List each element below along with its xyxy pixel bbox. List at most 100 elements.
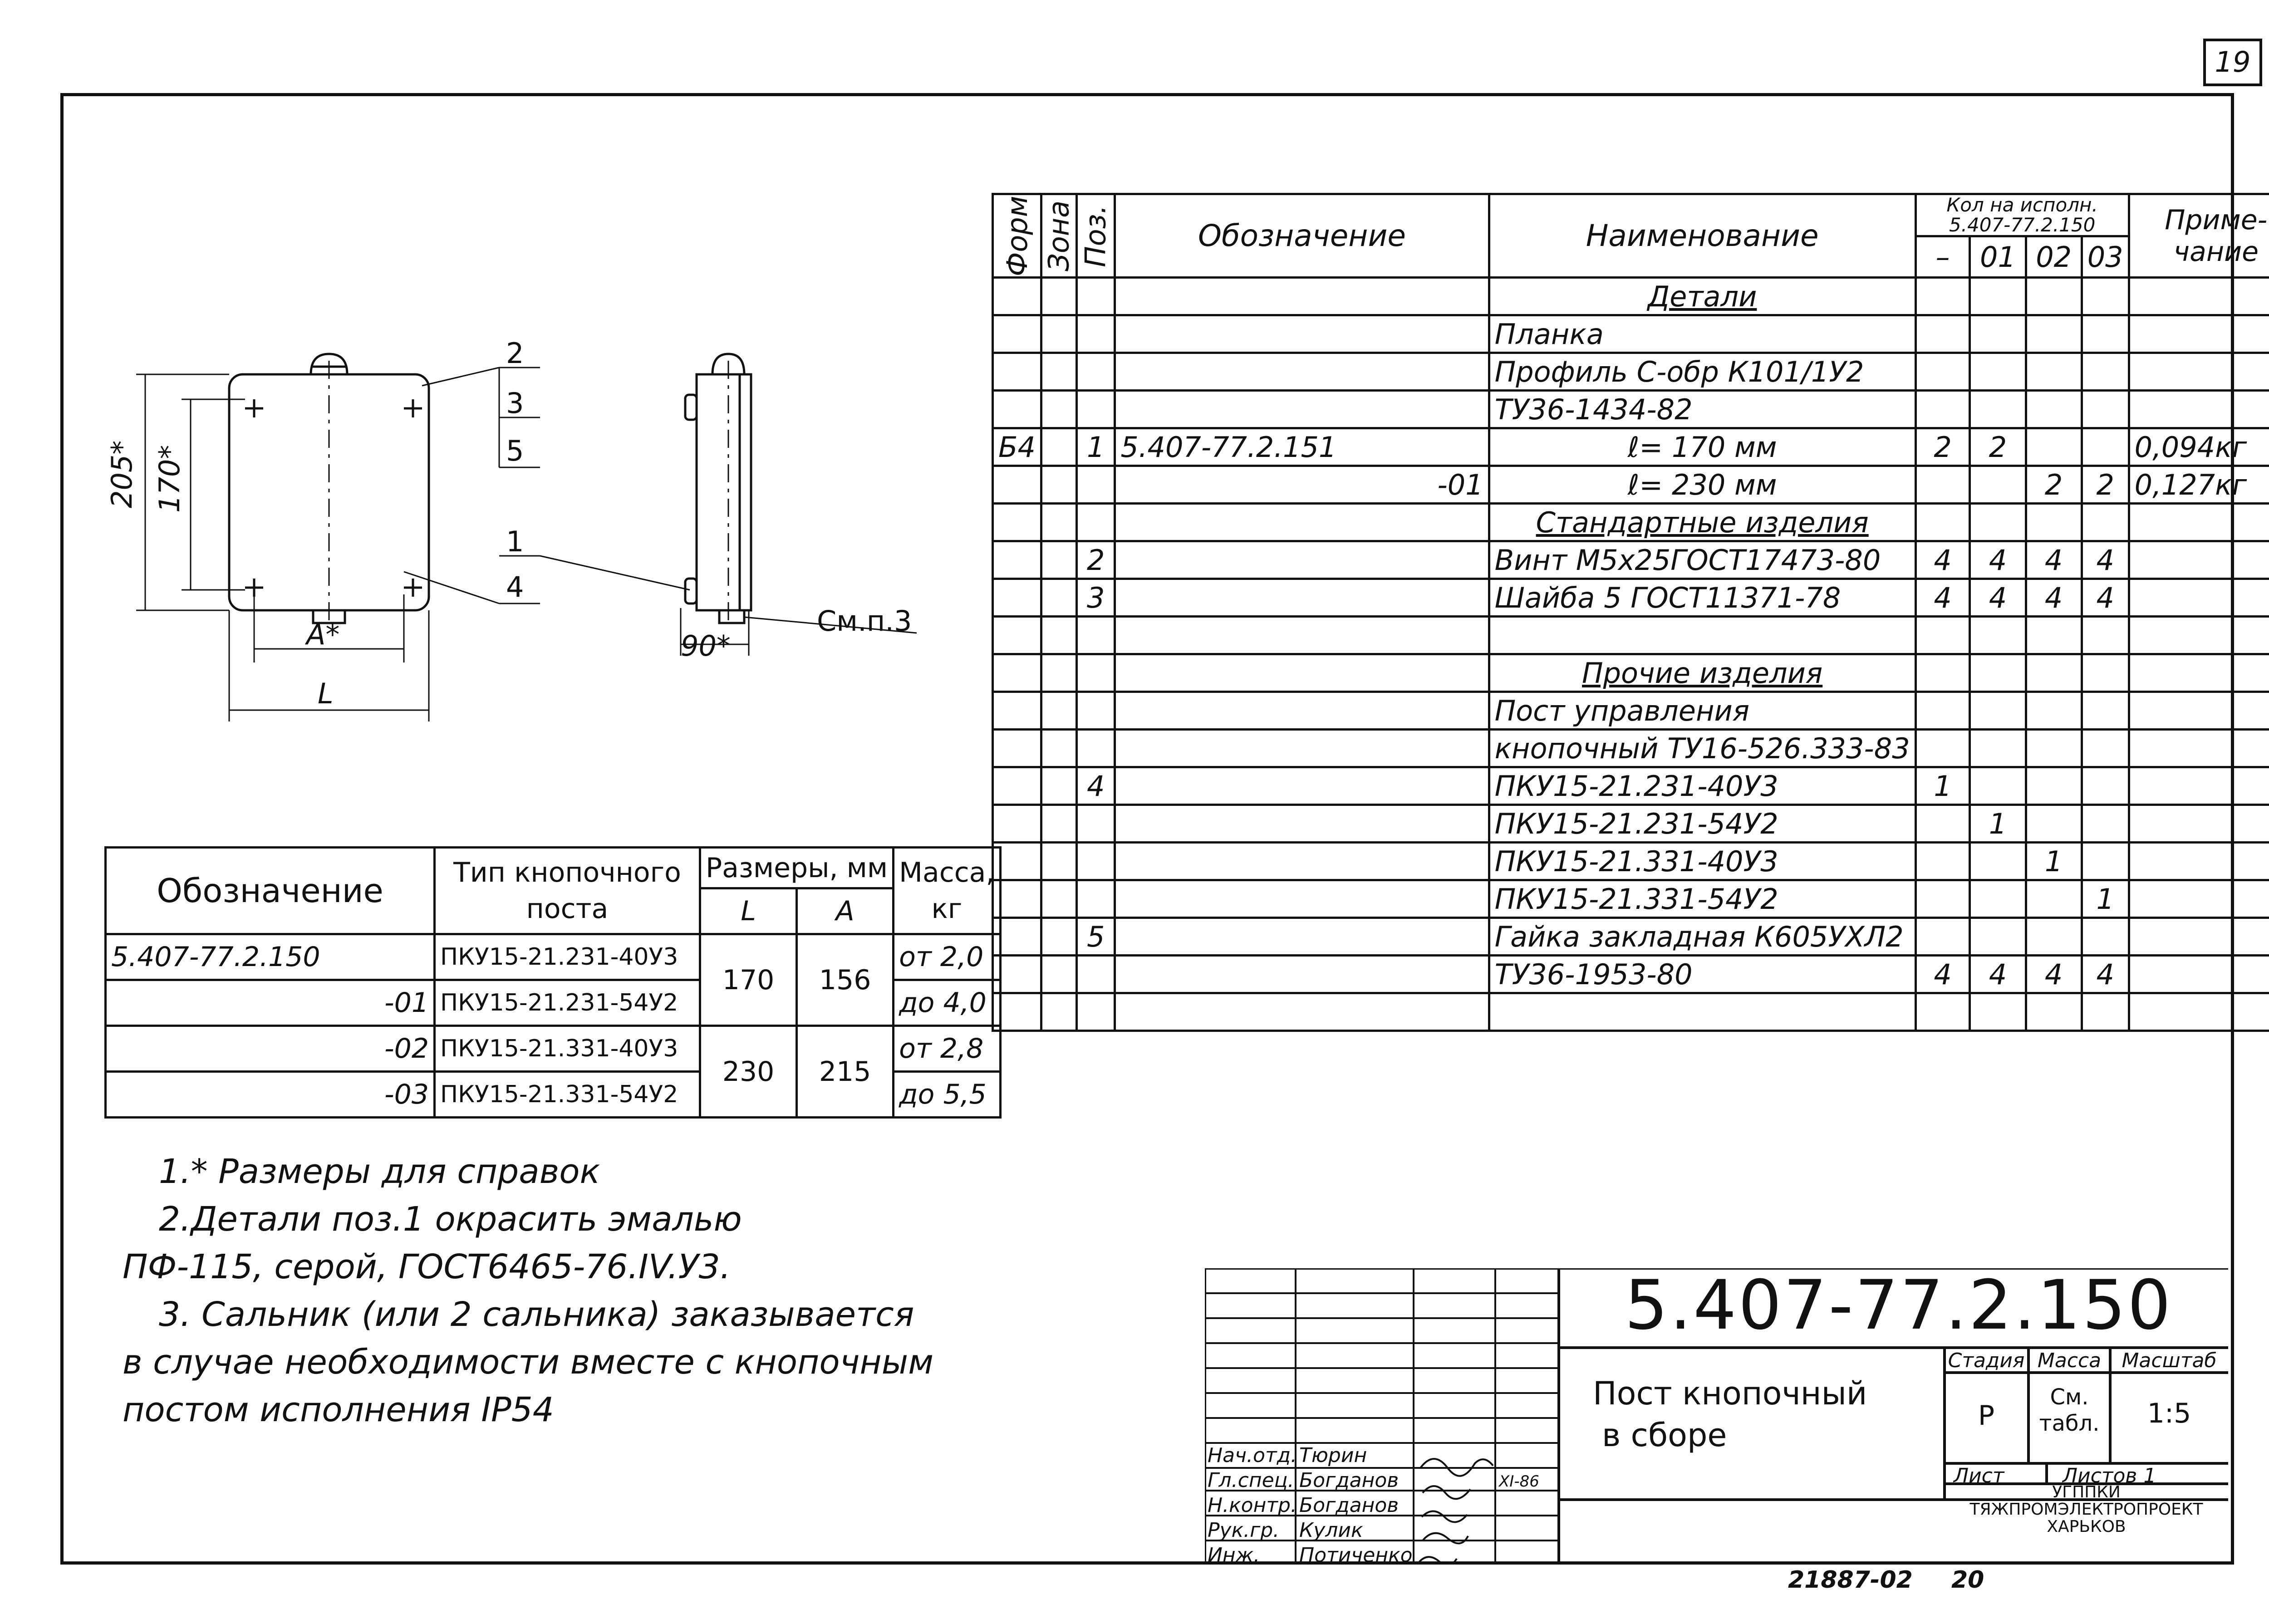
spec-zone (1040, 804, 1078, 844)
col-note: Приме- чание (2127, 193, 2269, 279)
spec-qty: 4 (2024, 578, 2083, 618)
note-line: ПФ-115, серой, ГОСТ6465-76.IV.У3. (123, 1247, 731, 1286)
spec-qty (2024, 427, 2083, 467)
sizes-col-l: L (698, 887, 798, 935)
spec-name: ПКУ15-21.331-40У3 (1488, 841, 1917, 881)
spec-format (992, 615, 1042, 655)
mass-value-line-2: табл. (2039, 1411, 2100, 1436)
spec-zone (1040, 540, 1078, 580)
note-line: в случае необходимости вместе с кнопочны… (123, 1343, 934, 1382)
spec-qty (1914, 653, 1971, 693)
spec-pos (1075, 389, 1116, 429)
spec-qty (2024, 389, 2083, 429)
spec-zone (1040, 992, 1078, 1032)
spec-row: Детали (992, 276, 2269, 316)
sizes-col-dims: Размеры, мм (698, 846, 895, 889)
signer-role: Инж. (1208, 1544, 1260, 1567)
spec-format (992, 502, 1042, 542)
spec-pos: 3 (1075, 578, 1116, 618)
dim-90: 90* (681, 629, 731, 662)
spec-qty (1914, 352, 1971, 392)
col-zone: Зона (1041, 194, 1077, 278)
org-line-3: ХАРЬКОВ (2047, 1517, 2126, 1536)
spec-qty (2024, 653, 2083, 693)
spec-qty: 1 (2080, 879, 2130, 919)
spec-name: Гайка закладная К605УХЛ2 (1488, 917, 1917, 957)
dim-a: A* (304, 618, 339, 651)
spec-note (2127, 992, 2269, 1032)
spec-name: Детали (1488, 276, 1917, 316)
sizes-row-type: ПКУ15-21.331-54У2 (433, 1070, 701, 1119)
spec-qty (1914, 389, 1971, 429)
spec-format (992, 465, 1042, 505)
spec-note (2127, 917, 2269, 957)
qty-col-01: 01 (1969, 235, 2027, 279)
callout-2: 2 (506, 337, 524, 370)
sizes-col-type: Тип кнопочного поста (433, 846, 701, 935)
technical-notes: 1.* Размеры для справок 2.Детали поз.1 о… (123, 1148, 985, 1434)
spec-qty (1914, 615, 1971, 655)
spec-zone (1040, 578, 1078, 618)
qty-col-03: 03 (2080, 235, 2130, 279)
spec-name (1488, 992, 1917, 1032)
spec-format (992, 352, 1042, 392)
spec-qty (1969, 389, 2027, 429)
spec-pos (1075, 653, 1116, 693)
spec-qty (1969, 766, 2027, 806)
spec-name: ТУ36-1953-80 (1488, 954, 1917, 994)
spec-qty (1969, 276, 2027, 316)
spec-qty (2024, 917, 2083, 957)
spec-qty (1914, 691, 1971, 731)
spec-qty: 4 (1914, 954, 1971, 994)
spec-qty (2080, 691, 2130, 731)
qty-col-02: 02 (2024, 235, 2083, 279)
spec-qty: 4 (2024, 954, 2083, 994)
spec-qty (2024, 879, 2083, 919)
spec-qty (2080, 276, 2130, 316)
spec-qty (2080, 804, 2130, 844)
spec-format (992, 276, 1042, 316)
sizes-l-group2: 230 (698, 1025, 798, 1119)
spec-zone (1040, 766, 1078, 806)
spec-name: ПКУ15-21.231-54У2 (1488, 804, 1917, 844)
spec-designation (1114, 653, 1490, 693)
spec-qty (2080, 841, 2130, 881)
sizes-row-designation: -02 (104, 1025, 436, 1073)
spec-qty (1969, 728, 2027, 768)
spec-pos (1075, 728, 1116, 768)
spec-qty (1969, 352, 2027, 392)
sizes-a-group2: 215 (796, 1025, 895, 1119)
note-line: 3. Сальник (или 2 сальника) заказывается (159, 1295, 914, 1334)
sizes-a-group1: 156 (796, 933, 895, 1027)
spec-pos (1075, 841, 1116, 881)
col-designation: Обозначение (1114, 193, 1490, 279)
spec-qty (2080, 389, 2130, 429)
note-line: 2.Детали поз.1 окрасить эмалью (159, 1200, 742, 1239)
spec-pos (1075, 615, 1116, 655)
callout-1: 1 (506, 525, 524, 558)
spec-qty: 4 (1969, 578, 2027, 618)
spec-pos: 5 (1075, 917, 1116, 957)
spec-zone (1040, 841, 1078, 881)
spec-designation (1114, 540, 1490, 580)
mass-value-line-1: См. (2050, 1384, 2089, 1410)
sizes-mass-to-2: до 5,5 (892, 1070, 1002, 1119)
spec-qty: 4 (1914, 578, 1971, 618)
spec-qty (2024, 766, 2083, 806)
spec-row: ТУ36-1434-82 (992, 389, 2269, 429)
signer-role: Гл.спец. (1208, 1469, 1294, 1492)
spec-qty (2024, 691, 2083, 731)
spec-qty (2024, 314, 2083, 354)
spec-zone (1040, 954, 1078, 994)
spec-qty (1914, 276, 1971, 316)
note-line: постом исполнения IP54 (123, 1390, 554, 1429)
organization: УГППКИ ТЯЖПРОМЭЛЕКТРОПРОЕКТ ХАРЬКОВ (1945, 1484, 2227, 1536)
spec-note (2127, 389, 2269, 429)
spec-note (2127, 502, 2269, 542)
spec-name: Стандартные изделия (1488, 502, 1917, 542)
spec-qty (1969, 615, 2027, 655)
